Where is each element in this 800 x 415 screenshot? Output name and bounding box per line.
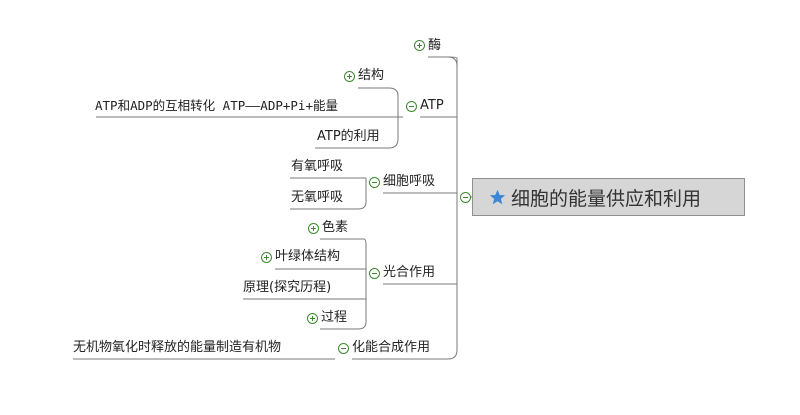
branch-photosynthesis[interactable]: 光合作用 xyxy=(383,265,436,280)
branch-respiration-toggle[interactable] xyxy=(369,177,380,188)
process[interactable]: 过程 xyxy=(321,310,348,325)
branch-enzyme[interactable]: 酶 xyxy=(428,38,442,53)
root-collapse-toggle[interactable] xyxy=(460,192,471,203)
branch-enzyme-toggle[interactable] xyxy=(414,40,425,51)
branch-chemosynthesis[interactable]: 化能合成作用 xyxy=(352,340,431,355)
aerobic-respiration[interactable]: 有氧呼吸 xyxy=(291,159,344,174)
branch-photosynthesis-toggle[interactable] xyxy=(369,268,380,279)
atp-structure[interactable]: 结构 xyxy=(358,68,385,83)
branch-atp[interactable]: ATP xyxy=(420,98,444,113)
connector-line xyxy=(352,65,458,360)
connector-line xyxy=(290,178,367,210)
chloroplast-structure[interactable]: 叶绿体结构 xyxy=(275,249,341,264)
connector-line xyxy=(320,238,367,330)
atp-adp-conversion[interactable]: ATP和ADP的互相转化 ATP——ADP+Pi+能量 xyxy=(95,98,338,113)
branch-chemosynthesis-toggle[interactable] xyxy=(338,343,349,354)
anaerobic-respiration[interactable]: 无氧呼吸 xyxy=(291,190,344,205)
principle-history[interactable]: 原理(探究历程) xyxy=(243,280,332,295)
atp-usage[interactable]: ATP的利用 xyxy=(317,129,380,144)
chloroplast-structure-toggle[interactable] xyxy=(261,252,272,263)
branch-respiration[interactable]: 细胞呼吸 xyxy=(383,174,436,189)
process-toggle[interactable] xyxy=(307,313,318,324)
chemosynthesis-detail[interactable]: 无机物氧化时释放的能量制造有机物 xyxy=(73,340,282,355)
root-node[interactable]: 细胞的能量供应和利用 xyxy=(472,178,745,216)
star-icon xyxy=(489,189,506,204)
connector-line xyxy=(447,56,458,67)
root-title: 细胞的能量供应和利用 xyxy=(511,187,702,210)
connector-line xyxy=(315,87,399,149)
branch-atp-toggle[interactable] xyxy=(406,101,417,112)
pigment-toggle[interactable] xyxy=(308,223,319,234)
pigment[interactable]: 色素 xyxy=(322,220,349,235)
atp-structure-toggle[interactable] xyxy=(344,71,355,82)
